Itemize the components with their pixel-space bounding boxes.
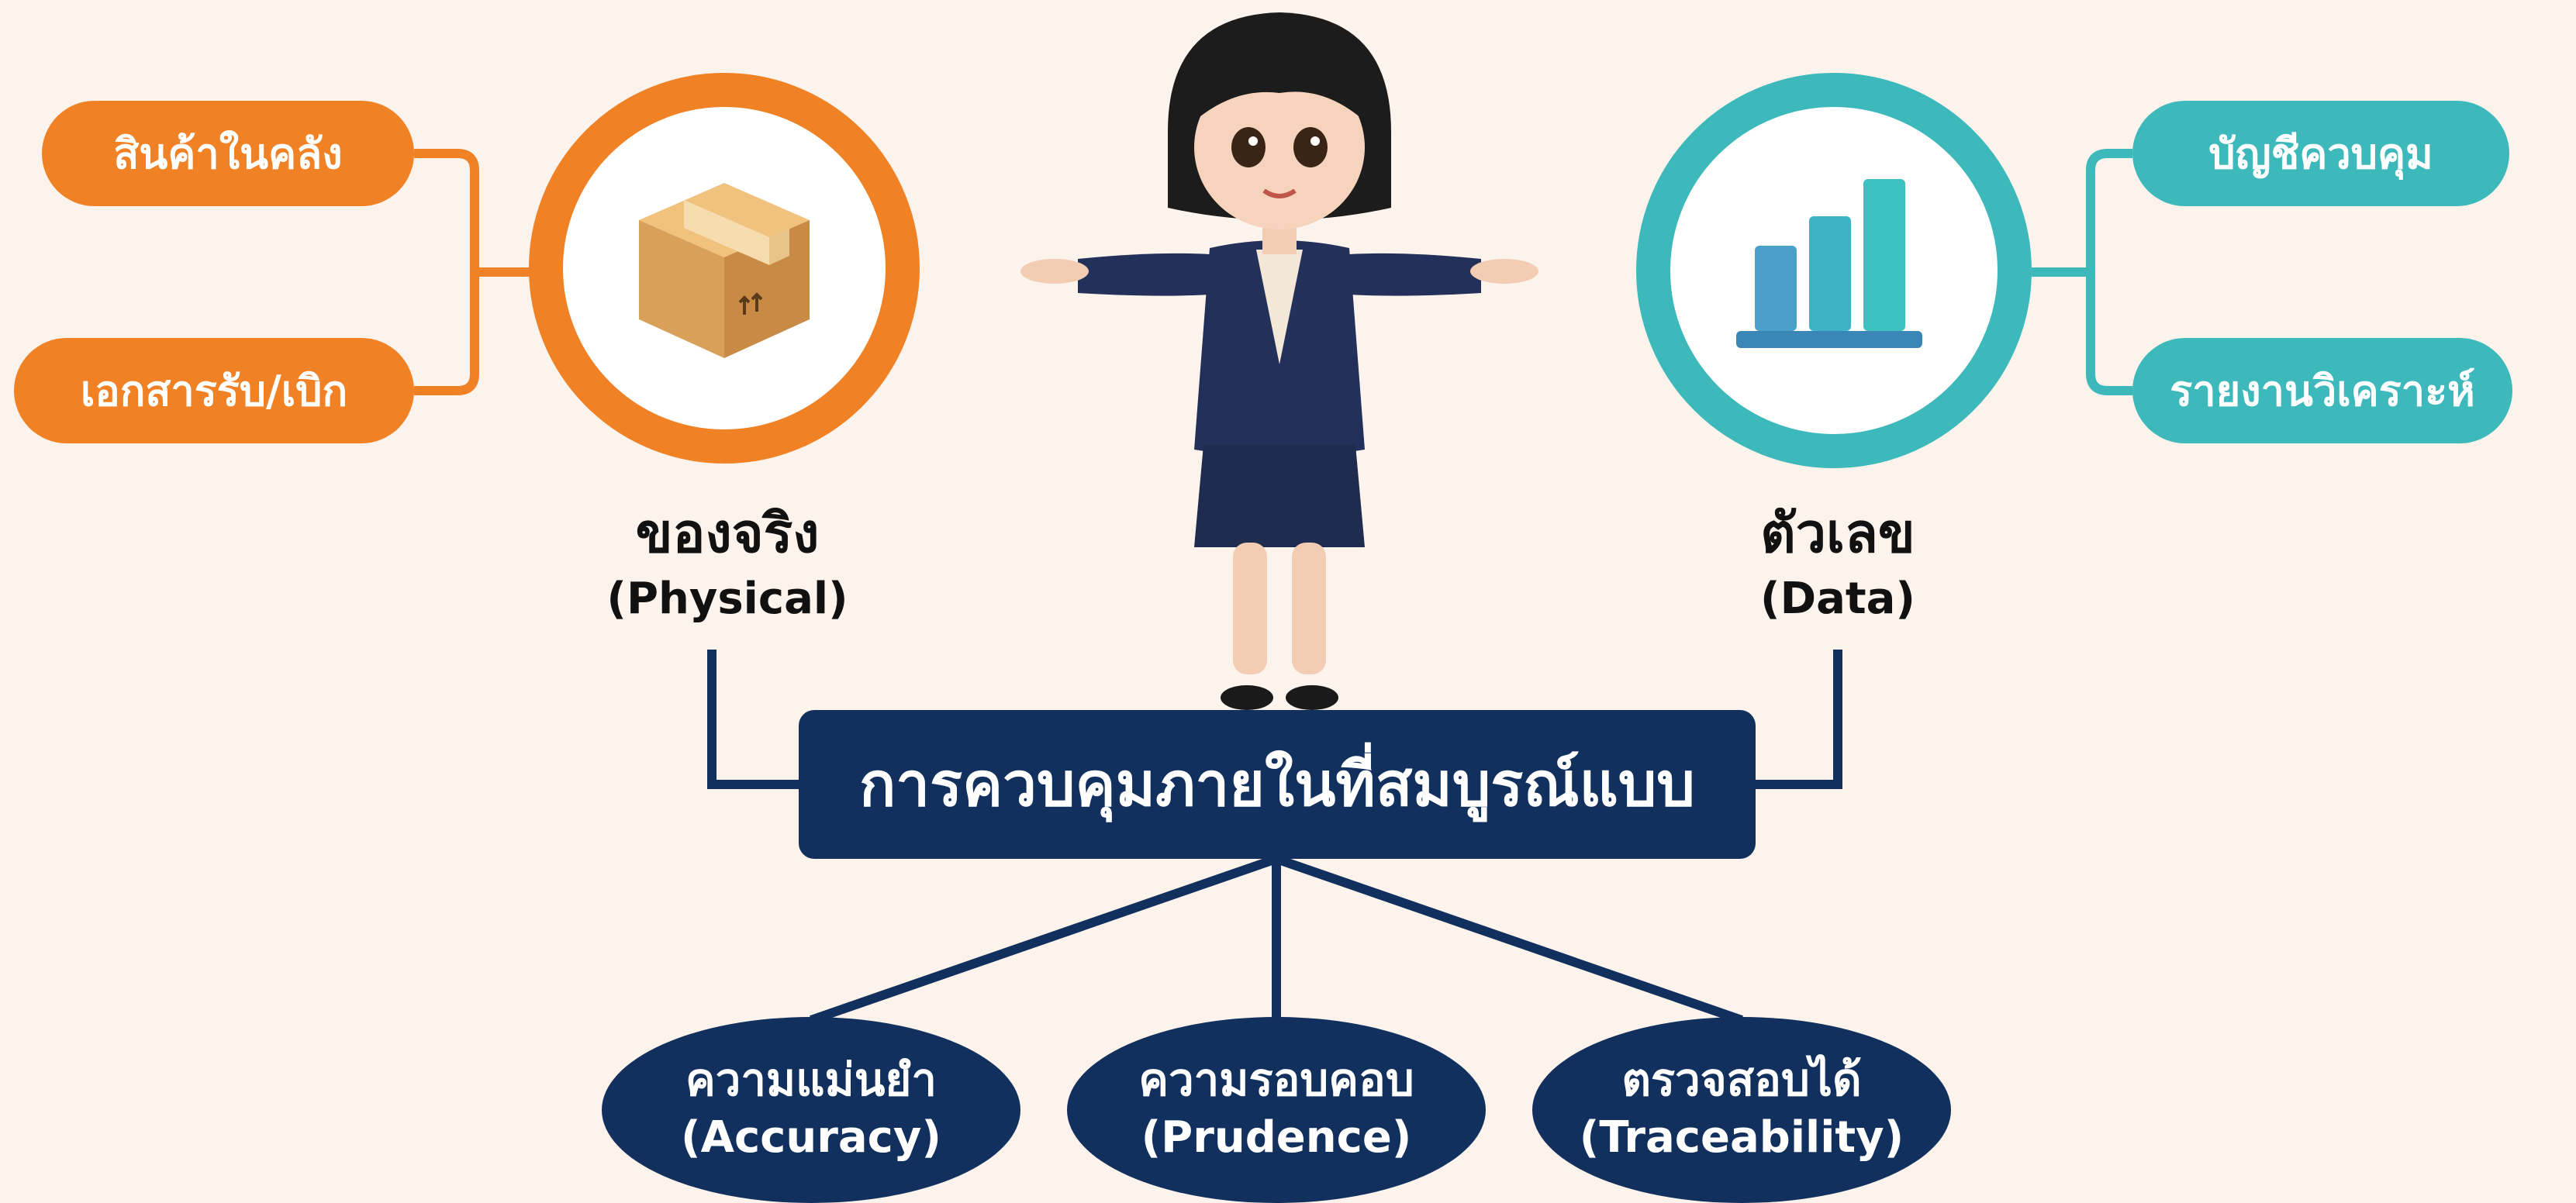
- physical-subtitle: (Physical): [606, 574, 848, 624]
- box-icon: [639, 183, 810, 358]
- data-label: ตัวเลข (Data): [1683, 496, 1993, 628]
- data-ring: [1636, 73, 2032, 468]
- bar-chart-icon: [1736, 179, 1922, 348]
- value-accuracy-en: (Accuracy): [681, 1112, 941, 1163]
- value-prudence-th: ความรอบคอบ: [1138, 1053, 1414, 1106]
- physical-item-documents: เอกสารรับ/เบิก: [14, 338, 414, 443]
- data-title: ตัวเลข: [1760, 502, 1915, 565]
- businesswoman-illustration: [1020, 12, 1538, 710]
- physical-item-inventory: สินค้าในคลัง: [42, 101, 414, 206]
- physical-title: ของจริง: [635, 502, 820, 565]
- value-traceability-en: (Traceability): [1579, 1112, 1904, 1163]
- data-item-control-account: บัญชีควบคุม: [2132, 101, 2509, 206]
- value-prudence-en: (Prudence): [1141, 1112, 1412, 1163]
- value-prudence: ความรอบคอบ (Prudence): [1067, 1017, 1486, 1203]
- physical-label: ของจริง (Physical): [557, 496, 898, 628]
- physical-ring: [529, 73, 920, 464]
- perfect-internal-control-box: การควบคุมภายในที่สมบูรณ์แบบ: [799, 710, 1756, 859]
- value-accuracy: ความแม่นยำ (Accuracy): [602, 1017, 1020, 1203]
- value-traceability: ตรวจสอบได้ (Traceability): [1532, 1017, 1951, 1203]
- value-accuracy-th: ความแม่นยำ: [685, 1053, 937, 1106]
- data-item-analysis-report: รายงานวิเคราะห์: [2132, 338, 2512, 443]
- value-traceability-th: ตรวจสอบได้: [1621, 1053, 1862, 1106]
- data-subtitle: (Data): [1759, 574, 1916, 624]
